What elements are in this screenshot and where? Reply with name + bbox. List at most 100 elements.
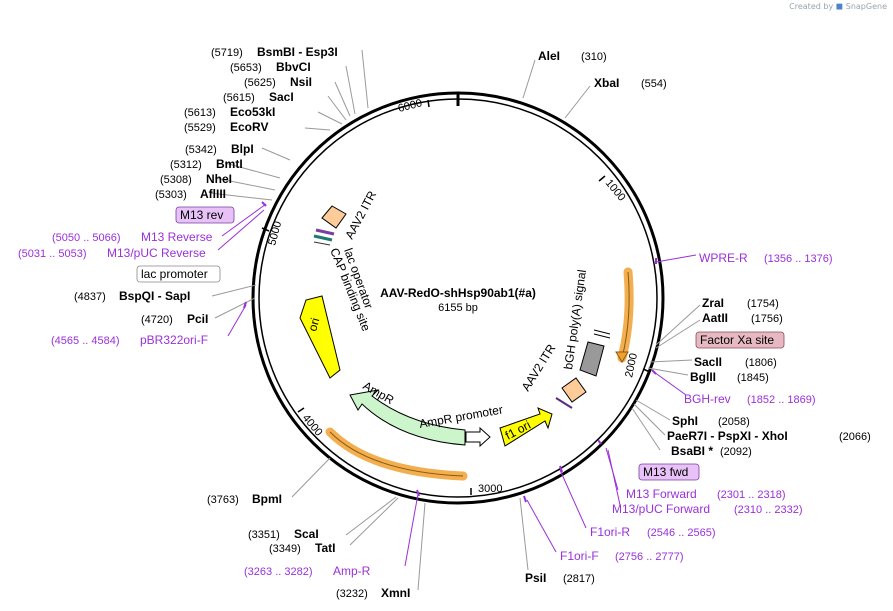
ruler-label-3000: 3000: [478, 483, 502, 495]
site-pos: (1806): [745, 357, 777, 369]
primer-name: Amp-R: [333, 564, 371, 578]
box-factor-xa: Factor Xa site: [695, 331, 785, 349]
site-pos: (2058): [718, 416, 750, 428]
site-name: BbvCI: [276, 60, 311, 74]
site-name: BglII: [690, 370, 716, 384]
feature-arc-right-head: [615, 351, 629, 363]
credit-brand: SnapGene: [845, 2, 887, 11]
ruler-tick: [297, 407, 305, 413]
primer-name: M13 Forward: [626, 487, 697, 501]
primer-range: (2546 .. 2565): [647, 527, 716, 539]
primer-name: F1ori-R: [590, 525, 630, 539]
site-name: AatII: [702, 311, 728, 325]
lac-mark: [313, 241, 331, 246]
site-pos: (2066): [839, 431, 871, 443]
primer-range: (2756 .. 2777): [615, 551, 684, 563]
site-pos: (3349): [269, 543, 301, 555]
f1-ori-arrow: [499, 407, 553, 447]
feature-label-aav2-itr-right: AAV2 ITR: [519, 341, 559, 393]
snapgene-logo-icon: ◼: [835, 2, 844, 12]
primer-name: M13/pUC Forward: [612, 502, 710, 516]
primer-range: (1852 .. 1869): [747, 394, 816, 406]
site-pos: (1845): [737, 372, 769, 384]
primer-name: pBR322ori-F: [140, 333, 208, 347]
site-name: NsiI: [290, 75, 312, 89]
primer-range: (4565 .. 4584): [51, 335, 120, 347]
ruler-label-2000: 2000: [623, 352, 640, 378]
ruler-tick: [261, 227, 270, 232]
aav2-itr-right: [561, 377, 587, 403]
site-pos: (5613): [184, 107, 216, 119]
site-pos: (4837): [74, 291, 106, 303]
credit: Created by ◼ SnapGene: [789, 2, 887, 12]
box-label-factor-xa: Factor Xa site: [700, 333, 774, 347]
ori-arrow: [299, 295, 341, 379]
primer-range: (3263 .. 3282): [244, 566, 313, 578]
site-leaders: [209, 49, 701, 591]
box-label-lac-promoter: lac promoter: [141, 267, 208, 281]
site-name: AflIII: [200, 187, 226, 201]
site-name: TatI: [315, 541, 335, 555]
ruler-label-6000: 6000: [397, 97, 424, 115]
site-pos: (310): [581, 51, 607, 63]
site-name: PaeR7I - PspXI - XhoI: [667, 429, 788, 443]
lac-region: [313, 228, 335, 246]
site-pos: (554): [641, 78, 667, 90]
credit-text: Created by: [789, 2, 834, 11]
feature-arc-left-outline: [329, 431, 464, 477]
site-pos: (1756): [751, 313, 783, 325]
site-name: BsaBI *: [671, 444, 713, 458]
primer-range: (1356 .. 1376): [764, 253, 833, 265]
site-name: BpmI: [252, 492, 282, 506]
site-pos: (5312): [170, 159, 202, 171]
feature-label-aav2-itr-left: AAV2 ITR: [342, 188, 379, 241]
site-pos: (5303): [155, 189, 187, 201]
plasmid-length: 6155 bp: [438, 302, 478, 314]
box-m13-rev: M13 rev: [175, 206, 235, 224]
feature-label-ampr-promoter: AmpR promoter: [418, 402, 504, 430]
site-name: AleI: [538, 49, 560, 63]
box-label-m13-rev: M13 rev: [180, 208, 223, 222]
site-pos: (3763): [207, 494, 239, 506]
primer-name: F1ori-F: [560, 549, 599, 563]
plasmid-name: AAV-RedO-shHsp90ab1(#a): [380, 286, 536, 300]
ruler-label-1000: 1000: [603, 177, 628, 203]
site-name: BlpI: [231, 142, 254, 156]
primer-range: (5050 .. 5066): [52, 232, 121, 244]
site-pos: (1754): [747, 298, 779, 310]
lac-mark: [313, 234, 333, 242]
ruler-label-5000: 5000: [266, 220, 284, 247]
bgh-tick: [593, 333, 611, 339]
site-name: BmtI: [216, 157, 243, 171]
site-name: BsmBI - Esp3I: [257, 45, 338, 59]
site-name: EcoRV: [230, 120, 268, 134]
primer-name: M13 Reverse: [141, 230, 213, 244]
site-name: PsiI: [525, 571, 546, 585]
ruler-tick: [598, 175, 606, 182]
site-pos: (2817): [563, 573, 595, 585]
site-pos: (5615): [223, 92, 255, 104]
site-pos: (5342): [185, 144, 217, 156]
site-pos: (3232): [336, 588, 368, 600]
primer-range: (2310 .. 2332): [734, 504, 803, 516]
site-name: SphI: [672, 414, 698, 428]
feature-arc-right: [617, 267, 634, 363]
box-label-m13-fwd: M13 fwd: [643, 465, 688, 479]
primer-name: WPRE-R: [699, 251, 748, 265]
feature-label-ori: ori: [305, 316, 322, 333]
site-name: SacI: [269, 90, 294, 104]
bgh-tick: [593, 329, 611, 335]
site-name: ScaI: [294, 527, 319, 541]
site-name: NheI: [206, 172, 232, 186]
site-name: XbaI: [594, 76, 619, 90]
site-pos: (5308): [160, 174, 192, 186]
site-name: Eco53kI: [230, 105, 275, 119]
site-pos: (2092): [720, 446, 752, 458]
box-m13-fwd: M13 fwd: [638, 463, 700, 481]
aav2-itr-left: [321, 205, 347, 229]
bgh-polya-box: [579, 341, 605, 377]
ruler-tick: [642, 368, 651, 373]
site-pos: (5653): [230, 62, 262, 74]
primer-name: M13/pUC Reverse: [107, 246, 206, 260]
site-name: ZraI: [702, 296, 724, 310]
